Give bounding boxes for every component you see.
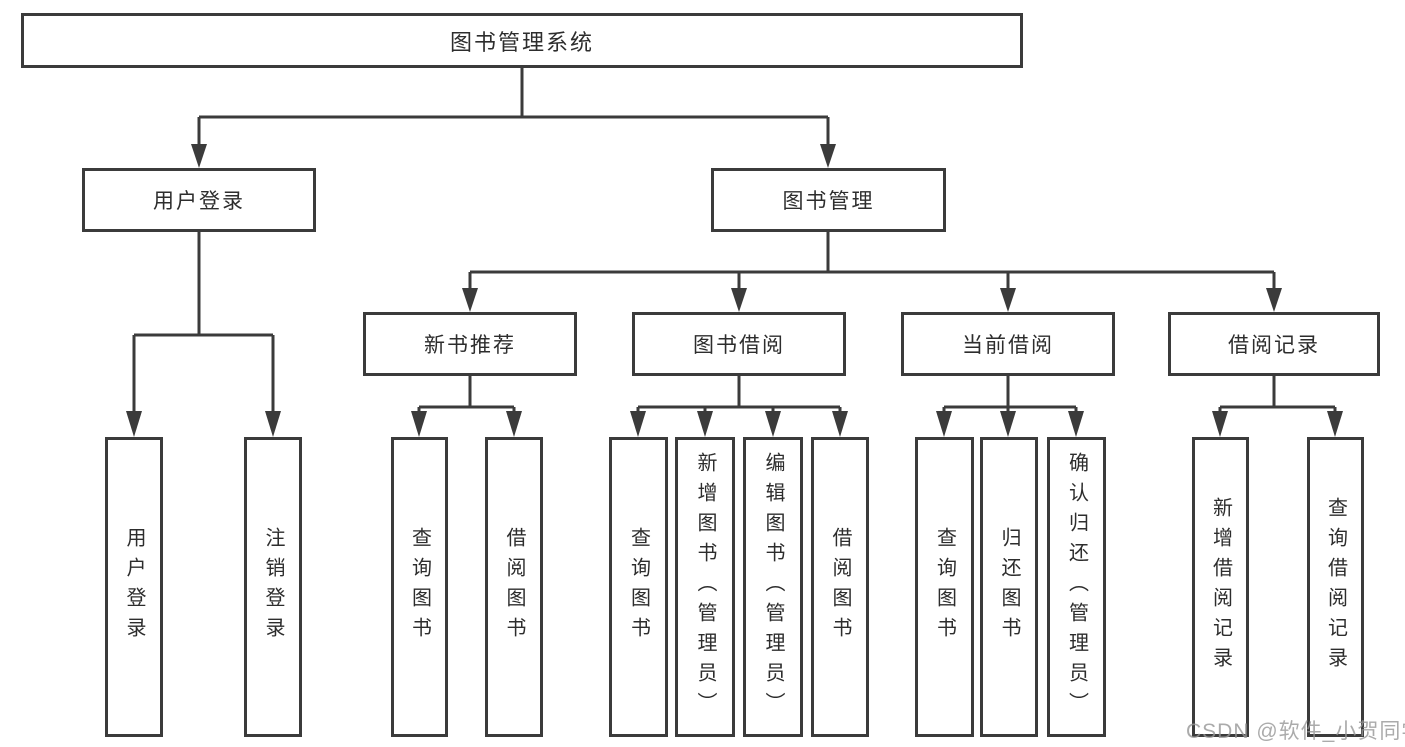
leaf-query-books: 查询图书	[915, 437, 974, 737]
leaf-label: 用户登录	[123, 527, 145, 647]
node-borrowing-records: 借阅记录	[1168, 312, 1380, 376]
leaf-query-borrow-record: 查询借阅记录	[1307, 437, 1364, 737]
leaf-label: 编辑图书（管理员）	[762, 452, 784, 722]
leaf-label: 新增借阅记录	[1209, 497, 1232, 677]
leaf-query-books: 查询图书	[391, 437, 448, 737]
leaf-user-login: 用户登录	[105, 437, 163, 737]
leaf-confirm-return-admin: 确认归还（管理员）	[1047, 437, 1106, 737]
leaf-label: 新增图书（管理员）	[694, 452, 716, 722]
watermark: CSDN @软件_小贺同学	[1186, 720, 1405, 743]
node-book-management: 图书管理	[711, 168, 946, 232]
node-user-login: 用户登录	[82, 168, 316, 232]
leaf-label: 注销登录	[262, 527, 284, 647]
leaf-borrow-books: 借阅图书	[485, 437, 543, 737]
leaf-label: 借阅图书	[503, 527, 525, 647]
node-library-management-system: 图书管理系统	[21, 13, 1023, 68]
leaf-label: 归还图书	[998, 527, 1020, 647]
leaf-return-books: 归还图书	[980, 437, 1038, 737]
leaf-edit-books-admin: 编辑图书（管理员）	[743, 437, 803, 737]
leaf-query-books: 查询图书	[609, 437, 668, 737]
leaf-label: 查询图书	[627, 527, 650, 647]
leaf-label: 查询图书	[933, 527, 956, 647]
leaf-label: 借阅图书	[829, 527, 851, 647]
node-new-book-recommend: 新书推荐	[363, 312, 577, 376]
node-book-borrowing: 图书借阅	[632, 312, 846, 376]
node-current-borrowing: 当前借阅	[901, 312, 1115, 376]
leaf-label: 查询图书	[408, 527, 431, 647]
leaf-add-borrow-record: 新增借阅记录	[1192, 437, 1249, 737]
leaf-borrow-books: 借阅图书	[811, 437, 869, 737]
leaf-add-books-admin: 新增图书（管理员）	[675, 437, 735, 737]
leaf-label: 确认归还（管理员）	[1065, 452, 1088, 722]
leaf-logout: 注销登录	[244, 437, 302, 737]
leaf-label: 查询借阅记录	[1324, 497, 1347, 677]
